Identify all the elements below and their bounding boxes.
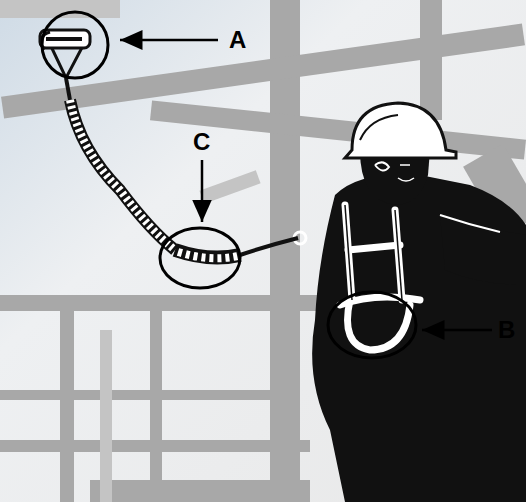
callout-circle: [160, 228, 240, 288]
callout-letter: A: [229, 28, 246, 52]
lanyard: [48, 40, 298, 258]
leader-arrow: [422, 329, 492, 332]
leader-arrow: [120, 39, 218, 42]
callout-circle: [328, 292, 416, 358]
callout-letter: C: [193, 130, 210, 154]
leader-arrow: [201, 160, 204, 222]
callout-circle: [42, 12, 108, 78]
snap-hook: [40, 30, 90, 50]
worker-figure: [294, 103, 526, 502]
scaffold-silhouette-light: [0, 0, 261, 502]
callout-letter: B: [498, 318, 515, 342]
